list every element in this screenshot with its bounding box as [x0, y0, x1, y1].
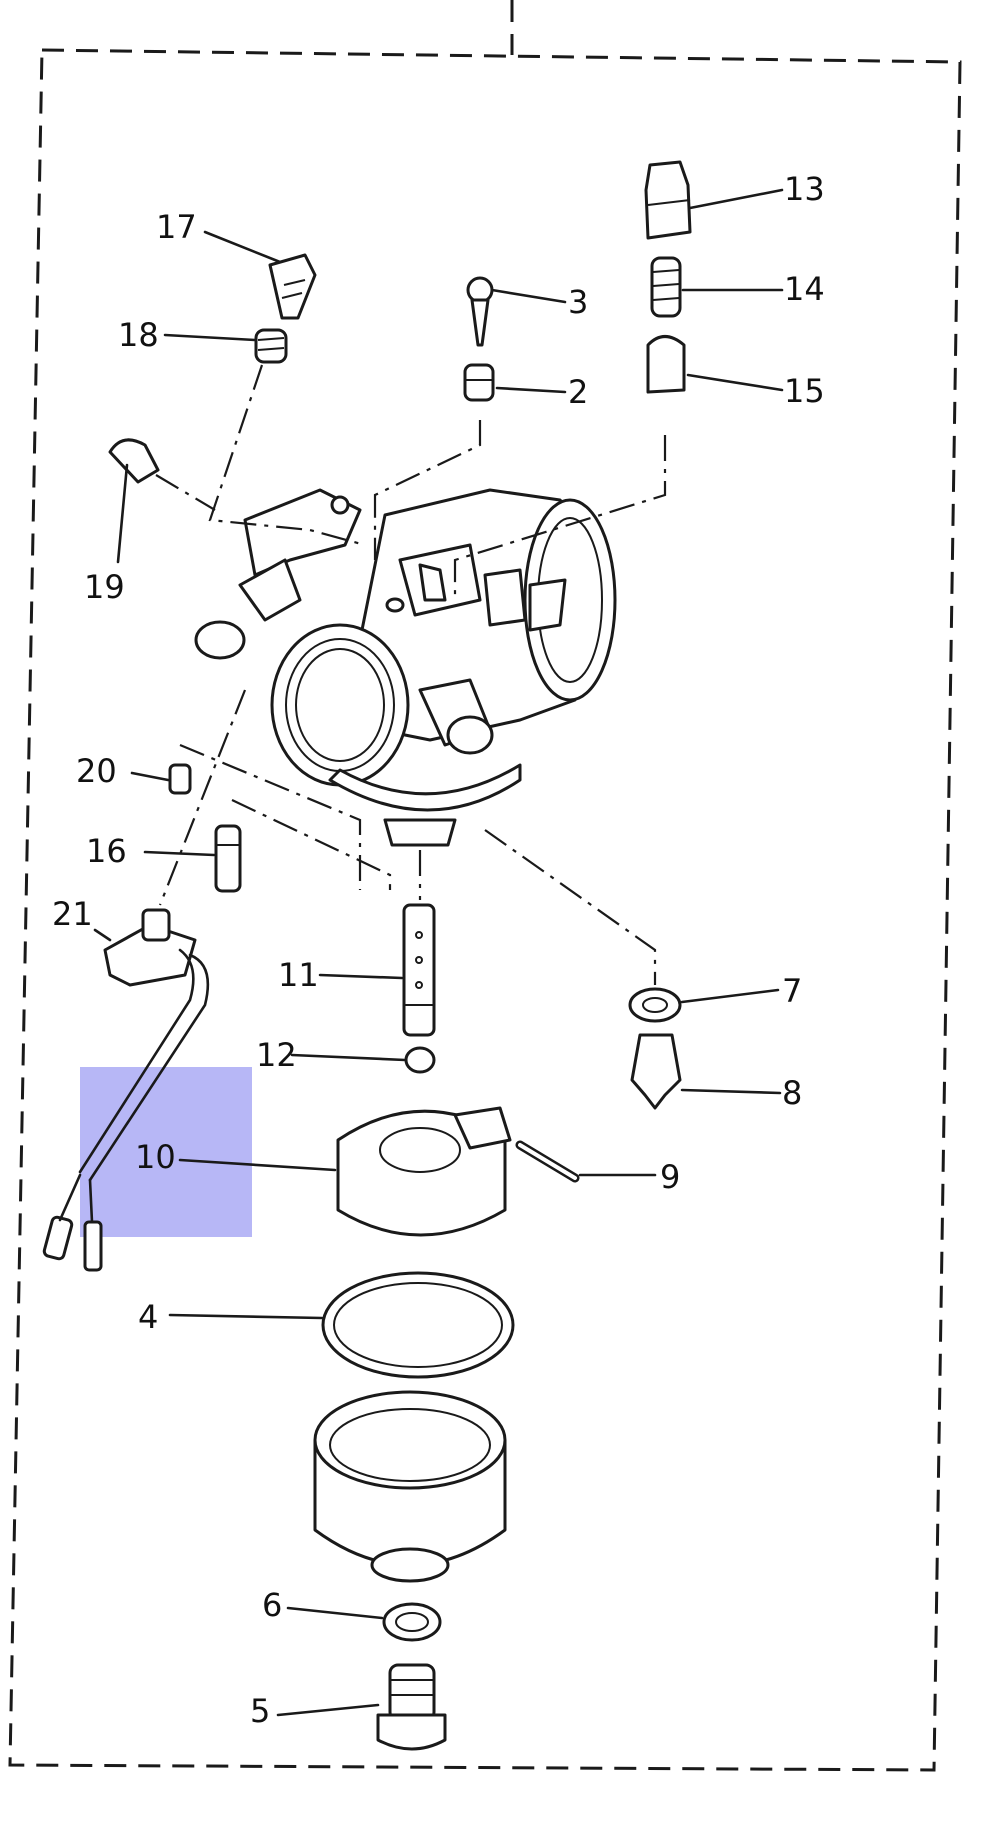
callout-3: 3 [568, 283, 588, 321]
part-11-emulsion-tube[interactable] [402, 903, 436, 1037]
part-2-jet[interactable] [463, 363, 495, 402]
callout-2: 2 [568, 373, 588, 411]
callout-13: 13 [784, 170, 825, 208]
part-4-gasket[interactable] [321, 1271, 515, 1379]
callout-12: 12 [256, 1036, 297, 1074]
callout-15: 15 [784, 372, 825, 410]
callout-20: 20 [76, 752, 117, 790]
callout-10: 10 [135, 1138, 176, 1176]
callout-14: 14 [784, 270, 825, 308]
callout-5: 5 [250, 1692, 270, 1730]
assembly-lines [155, 364, 667, 985]
part-6-washer[interactable] [382, 1602, 442, 1642]
part-3-screw[interactable] [466, 276, 494, 347]
part-5-drain-bolt[interactable] [376, 1663, 447, 1751]
part-21-switch[interactable] [42, 908, 210, 1272]
part-18-spring[interactable] [254, 328, 288, 364]
callout-17: 17 [156, 208, 197, 246]
callout-8: 8 [782, 1074, 802, 1112]
callout-16: 16 [86, 832, 127, 870]
part-7-washer[interactable] [628, 987, 682, 1023]
part-9-pin[interactable] [515, 1140, 580, 1183]
part-20-screw[interactable] [168, 763, 192, 795]
callout-7: 7 [782, 972, 802, 1010]
assembly-boundary [8, 0, 962, 1772]
callout-11: 11 [278, 956, 319, 994]
part-8-needle-valve[interactable] [630, 1033, 682, 1110]
part-12-jet[interactable] [404, 1046, 436, 1074]
part-13-fitting[interactable] [644, 160, 692, 240]
float-bowl[interactable] [313, 1390, 507, 1583]
callout-21: 21 [52, 895, 93, 933]
part-19-screw[interactable] [108, 438, 160, 484]
callout-6: 6 [262, 1586, 282, 1624]
callout-9: 9 [660, 1158, 680, 1196]
part-14-spring[interactable] [650, 256, 682, 318]
part-17-screw[interactable] [268, 253, 317, 320]
part-10-float[interactable] [336, 1106, 512, 1237]
callout-19: 19 [84, 568, 125, 606]
callout-18: 18 [118, 316, 159, 354]
part-15-cap[interactable] [646, 335, 686, 394]
callout-4: 4 [138, 1298, 158, 1336]
leader-lines [93, 188, 784, 1717]
carburetor-body[interactable] [194, 488, 617, 847]
part-16-jet[interactable] [214, 824, 242, 893]
